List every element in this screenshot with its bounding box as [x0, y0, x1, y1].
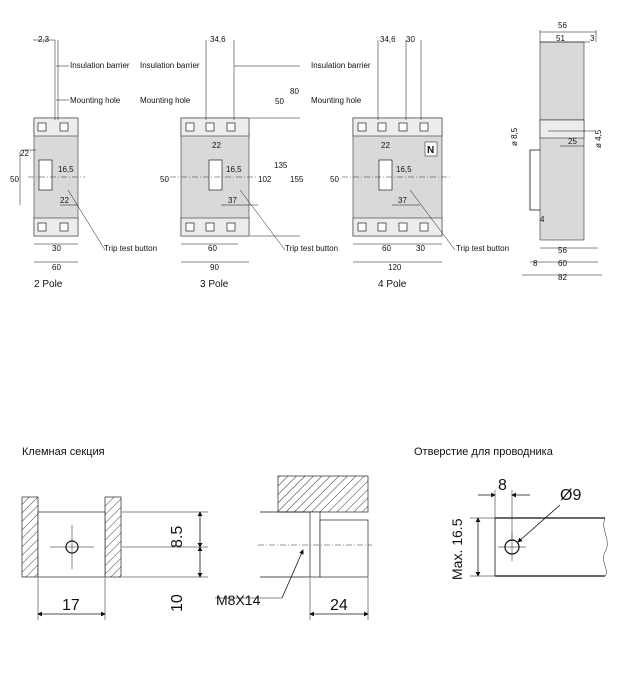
dim-8-side: 8	[533, 259, 538, 268]
callout-mounting-hole-4p: Mounting hole	[311, 96, 362, 105]
dim-60-4p: 60	[382, 244, 391, 253]
dim-30-2p: 30	[52, 244, 61, 253]
label-m8x14: M8X14	[216, 592, 261, 608]
title-3-pole: 3 Pole	[200, 279, 229, 290]
callout-mounting-hole-2p: Mounting hole	[70, 96, 121, 105]
dim-dia-4-5: ø 4,5	[594, 129, 603, 148]
dim-22-2p: 22	[20, 149, 29, 158]
dim-90-3p: 90	[210, 263, 219, 272]
dim-37-3p: 37	[228, 196, 237, 205]
dim-56-top: 56	[558, 21, 567, 30]
dim-30-4p: 30	[406, 35, 415, 44]
dim-22b-2p: 22	[60, 196, 69, 205]
title-2-pole: 2 Pole	[34, 279, 63, 290]
dim-50-4p: 50	[330, 175, 339, 184]
dim-dia-8-5: ø 8,5	[510, 127, 519, 146]
title-4-pole: 4 Pole	[378, 279, 407, 290]
conductor-hole-view	[470, 490, 608, 577]
callout-trip-test-4p: Trip test button	[456, 244, 509, 253]
dim-25: 25	[568, 137, 577, 146]
dim-22-4p: 22	[381, 141, 390, 150]
callout-trip-test-2p: Trip test button	[104, 244, 157, 253]
pole4-view	[342, 40, 456, 263]
dim-16-5-2p: 16,5	[58, 165, 74, 174]
dim-82: 82	[558, 273, 567, 282]
dim-8-hole: 8	[498, 477, 507, 494]
dim-30b-4p: 30	[416, 244, 425, 253]
dim-155-3p: 155	[290, 175, 304, 184]
dim-34-6-3p: 34,6	[210, 35, 226, 44]
dim-diameter-9: Ø9	[560, 487, 581, 504]
title-conductor-hole: Отверстие для проводника	[414, 446, 554, 458]
side-view	[522, 30, 602, 276]
callout-mounting-hole-3p: Mounting hole	[140, 96, 191, 105]
dim-17-terminal: 17	[62, 597, 80, 614]
callout-insulation-barrier-2p: Insulation barrier	[70, 61, 130, 70]
pole3-view	[170, 40, 300, 263]
dim-22-3p: 22	[212, 141, 221, 150]
dim-max-16-5: Max. 16.5	[449, 518, 465, 580]
dim-50b-3p: 50	[160, 175, 169, 184]
dim-135-3p: 135	[274, 161, 288, 170]
dim-34-6-4p: 34,6	[380, 35, 396, 44]
title-terminal-section: Клемная секция	[22, 446, 105, 458]
dim-50-2p: 50	[10, 175, 19, 184]
dim-8-5-terminal: 8.5	[169, 526, 186, 548]
dim-50-3p: 50	[275, 97, 284, 106]
callout-trip-test-3p: Trip test button	[285, 244, 338, 253]
dim-2-3: 2,3	[38, 35, 50, 44]
dim-51: 51	[556, 34, 565, 43]
dim-60-3p: 60	[208, 244, 217, 253]
dim-10-terminal: 10	[169, 594, 186, 612]
dim-56-bottom: 56	[558, 246, 567, 255]
callout-insulation-barrier-4p: Insulation barrier	[311, 61, 371, 70]
dim-16-5-3p: 16,5	[226, 165, 242, 174]
neutral-mark: N	[427, 145, 434, 156]
dim-4: 4	[540, 215, 545, 224]
dim-24-terminal: 24	[330, 597, 348, 614]
dim-37-4p: 37	[398, 196, 407, 205]
callout-insulation-barrier-3p: Insulation barrier	[140, 61, 200, 70]
dim-16-5-4p: 16,5	[396, 165, 412, 174]
dim-3: 3	[590, 34, 595, 43]
dim-60-2p: 60	[52, 263, 61, 272]
dim-60-side: 60	[558, 259, 567, 268]
pole2-view	[19, 39, 106, 263]
dim-80-3p: 80	[290, 87, 299, 96]
dim-120-4p: 120	[388, 263, 402, 272]
dim-102-3p: 102	[258, 175, 272, 184]
terminal-section-view	[21, 475, 372, 620]
